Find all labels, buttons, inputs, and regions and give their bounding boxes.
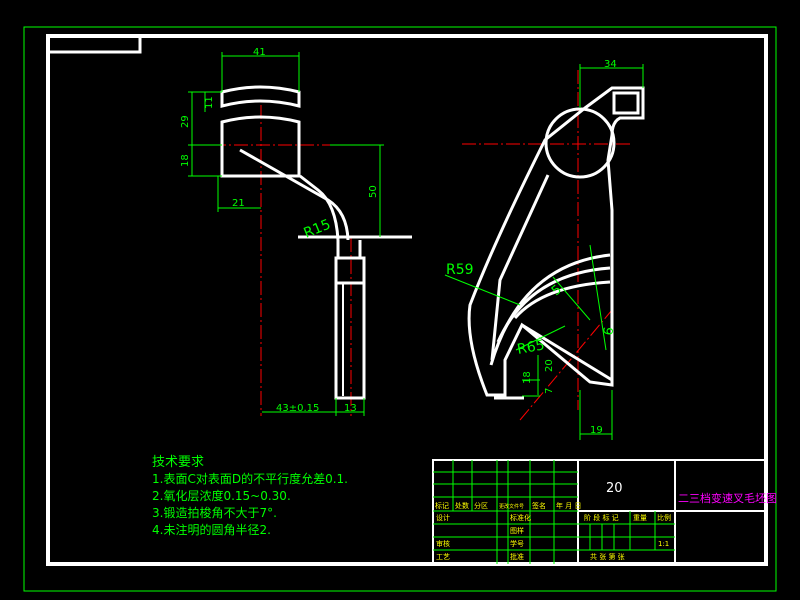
label-drawing-no: 图样	[510, 526, 524, 535]
label-review: 审核	[436, 539, 450, 548]
outer-border	[23, 26, 777, 592]
fork-mid-arc	[496, 266, 611, 343]
fork-outer-arc	[489, 253, 611, 366]
pin-body	[334, 256, 366, 400]
title-block-drawing-title: 二三档变速叉毛坯图	[678, 491, 777, 505]
dim-left-21: 21	[232, 198, 245, 209]
label-sheets: 共 张 第 张	[590, 552, 625, 561]
technical-requirements: 技术要求 1.表面C对表面D的不平行度允差0.1. 2.氧化层浓度0.15~0.…	[152, 454, 348, 539]
dim-right-34: 34	[604, 59, 617, 70]
header-change-doc: 更改文件号	[499, 503, 524, 510]
header-date: 年 月 日	[556, 501, 581, 510]
fork-arm-lower-edge	[299, 174, 340, 241]
header-count: 处数	[455, 501, 469, 510]
label-process: 工艺	[436, 553, 450, 561]
technical-requirement-1: 1.表面C对表面D的不平行度允差0.1.	[152, 472, 348, 486]
label-scale: 比例	[657, 513, 671, 522]
fork-tip-edge	[521, 323, 613, 382]
left-view: 41 29 11 18 21 50 R15 43±0.15 13	[180, 47, 412, 416]
corner-box	[46, 34, 142, 54]
label-approve: 批准	[510, 552, 524, 561]
dim-right-18: 18	[522, 371, 533, 384]
value-scale: 1:1	[658, 540, 669, 548]
technical-requirement-2: 2.氧化层浓度0.15~0.30.	[152, 489, 291, 503]
fork-hub-circle	[544, 107, 616, 179]
fork-head-top	[220, 85, 301, 108]
dim-left-18: 18	[180, 154, 191, 167]
header-zone: 分区	[474, 501, 488, 510]
dim-left-11: 11	[204, 96, 215, 109]
dim-left-50: 50	[368, 185, 379, 198]
dim-left-29: 29	[180, 115, 191, 128]
title-block: 20 二三档变速叉毛坯图 标记 处数 分区 更改文件号 签名 年 月 日 设计 …	[432, 459, 777, 565]
fork-web-inner	[490, 174, 550, 361]
label-standardize: 标准化	[510, 513, 531, 522]
fork-arm-upper-edge	[239, 148, 350, 241]
header-sign: 签名	[532, 501, 546, 510]
label-design: 设计	[436, 513, 450, 522]
dim-left-top-width: 41	[253, 47, 266, 58]
dim-left-pin-width: 13	[344, 403, 357, 414]
right-diagonal-centerline	[519, 309, 613, 421]
fork-head-body	[220, 115, 301, 178]
pin-neck	[336, 240, 362, 258]
technical-requirement-3: 3.锻造拍梭角不大于7°.	[152, 506, 277, 520]
dim-left-bottom-width: 43±0.15	[276, 403, 319, 414]
dim-right-r59: R59	[446, 262, 474, 278]
technical-requirement-4: 4.未注明的圆角半径2.	[152, 523, 271, 537]
label-student-id: 学号	[510, 539, 524, 548]
label-weight: 重量	[633, 514, 647, 522]
dim-right-angle-b: 6	[601, 326, 617, 337]
dim-right-r65: R65	[516, 337, 546, 358]
header-mark: 标记	[435, 501, 449, 510]
title-block-quantity: 20	[606, 481, 623, 496]
technical-requirements-title: 技术要求	[152, 455, 205, 470]
fork-hub-slot	[612, 91, 640, 115]
label-stage: 阶 段 标 记	[584, 513, 619, 522]
right-view: 34 R59 R65 5 6 20 18 7 19	[444, 59, 645, 440]
dim-right-20: 20	[544, 359, 555, 372]
dim-right-19: 19	[590, 425, 603, 436]
dim-right-7: 7	[544, 388, 555, 394]
inner-border	[46, 34, 768, 566]
